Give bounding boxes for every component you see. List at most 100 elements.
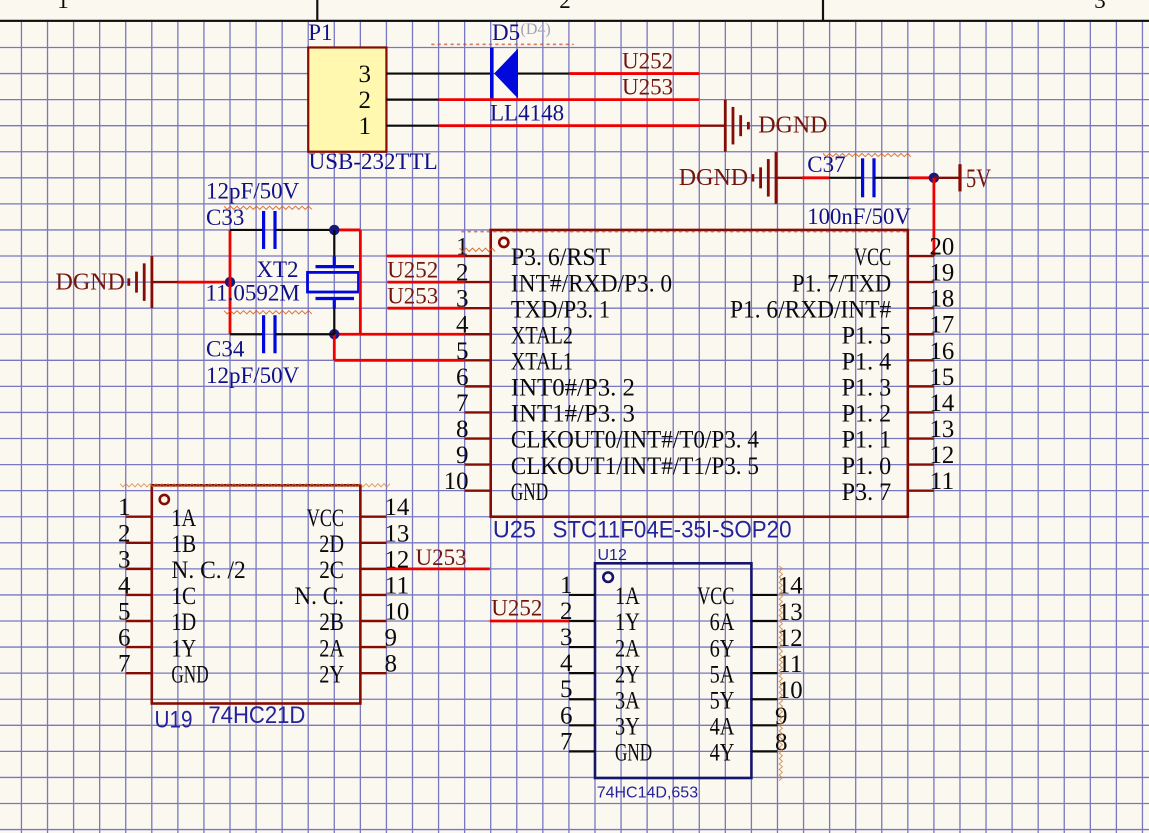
svg-text:P3. 7: P3. 7 [842, 479, 892, 506]
svg-text:2C: 2C [319, 557, 344, 584]
svg-text:9: 9 [385, 625, 398, 652]
svg-text:10: 10 [385, 599, 410, 626]
svg-text:2A: 2A [319, 635, 344, 662]
svg-text:8: 8 [775, 729, 788, 756]
svg-text:1A: 1A [615, 583, 640, 610]
svg-text:7: 7 [560, 728, 573, 755]
svg-text:2: 2 [456, 260, 469, 287]
svg-text:4: 4 [560, 650, 573, 677]
svg-text:4Y: 4Y [710, 740, 735, 767]
svg-text:U253: U253 [387, 283, 438, 308]
svg-text:1D: 1D [171, 609, 196, 636]
svg-text:12pF/50V: 12pF/50V [206, 178, 300, 203]
svg-text:P1. 6/RXD/INT#: P1. 6/RXD/INT# [730, 296, 892, 323]
svg-text:INT#/RXD/P3. 0: INT#/RXD/P3. 0 [511, 270, 672, 297]
svg-text:13: 13 [930, 416, 955, 443]
svg-text:6: 6 [456, 364, 469, 391]
svg-text:U253: U253 [416, 545, 467, 570]
svg-text:C33: C33 [206, 205, 244, 230]
svg-text:U25: U25 [493, 517, 536, 544]
svg-text:2: 2 [359, 87, 372, 114]
svg-text:1Y: 1Y [171, 635, 196, 662]
svg-text:2B: 2B [319, 609, 344, 636]
svg-text:STC11F04E-35I-SOP20: STC11F04E-35I-SOP20 [553, 517, 792, 544]
svg-text:4A: 4A [710, 713, 735, 740]
svg-text:XT2: XT2 [256, 257, 298, 282]
svg-text:2: 2 [118, 520, 131, 547]
svg-text:100nF/50V: 100nF/50V [807, 204, 911, 229]
svg-text:6Y: 6Y [710, 635, 735, 662]
svg-text:P1. 5: P1. 5 [842, 322, 892, 349]
svg-text:12pF/50V: 12pF/50V [206, 363, 300, 388]
svg-text:17: 17 [930, 312, 955, 339]
svg-text:19: 19 [930, 260, 955, 287]
svg-text:P1: P1 [308, 20, 332, 45]
svg-text:P1. 0: P1. 0 [842, 453, 892, 480]
svg-text:XTAL2: XTAL2 [511, 322, 573, 349]
svg-text:LL4148: LL4148 [490, 100, 564, 125]
svg-text:P1. 3: P1. 3 [842, 375, 892, 402]
svg-text:C34: C34 [206, 337, 245, 362]
svg-text:74HC21D: 74HC21D [208, 702, 305, 729]
svg-text:2Y: 2Y [615, 661, 640, 688]
svg-text:DGND: DGND [56, 270, 125, 296]
svg-text:P1. 4: P1. 4 [842, 349, 892, 376]
svg-text:INT1#/P3. 3: INT1#/P3. 3 [511, 401, 635, 428]
svg-text:8: 8 [456, 416, 469, 443]
svg-text:3: 3 [359, 61, 372, 88]
svg-text:INT0#/P3. 2: INT0#/P3. 2 [511, 375, 635, 402]
svg-text:18: 18 [930, 286, 955, 313]
svg-text:CLKOUT1/INT#/T1/P3. 5: CLKOUT1/INT#/T1/P3. 5 [511, 453, 759, 480]
svg-text:D5: D5 [492, 20, 520, 45]
svg-text:1: 1 [560, 572, 573, 599]
svg-text:DGND: DGND [758, 112, 827, 138]
svg-text:N. C. /2: N. C. /2 [171, 557, 245, 584]
svg-text:14: 14 [930, 390, 955, 417]
svg-text:DGND: DGND [679, 165, 748, 191]
svg-text:16: 16 [930, 338, 955, 365]
svg-text:GND: GND [511, 479, 548, 506]
svg-text:74HC14D,653: 74HC14D,653 [597, 785, 699, 802]
svg-text:GND: GND [171, 661, 208, 688]
svg-text:2Y: 2Y [319, 661, 344, 688]
svg-text:3Y: 3Y [615, 713, 640, 740]
svg-text:6: 6 [560, 702, 573, 729]
svg-text:20: 20 [930, 234, 955, 261]
svg-text:3: 3 [118, 546, 131, 573]
svg-text:U252: U252 [491, 596, 542, 621]
svg-text:11: 11 [385, 572, 410, 599]
svg-text:6: 6 [118, 625, 131, 652]
svg-text:1A: 1A [171, 505, 196, 532]
svg-text:1: 1 [456, 234, 469, 261]
svg-text:5A: 5A [710, 661, 735, 688]
svg-text:USB-232TTL: USB-232TTL [309, 149, 438, 174]
svg-text:XTAL1: XTAL1 [511, 349, 573, 376]
svg-text:15: 15 [930, 364, 955, 391]
svg-text:2A: 2A [615, 635, 640, 662]
svg-text:14: 14 [385, 494, 410, 521]
svg-text:1Y: 1Y [615, 609, 640, 636]
svg-text:3A: 3A [615, 687, 640, 714]
svg-text:3: 3 [560, 624, 573, 651]
svg-text:GND: GND [615, 740, 652, 767]
svg-text:13: 13 [385, 520, 410, 547]
svg-text:2: 2 [560, 598, 573, 625]
svg-text:N. C.: N. C. [294, 583, 344, 610]
svg-text:1: 1 [359, 113, 372, 140]
svg-text:8: 8 [385, 651, 398, 678]
svg-text:P1. 7/TXD: P1. 7/TXD [792, 270, 891, 297]
svg-text:9: 9 [456, 442, 469, 469]
svg-text:7: 7 [456, 390, 469, 417]
svg-text:U252: U252 [622, 49, 673, 74]
svg-text:3: 3 [456, 286, 469, 313]
svg-text:VCC: VCC [854, 244, 891, 271]
svg-text:6A: 6A [710, 609, 735, 636]
svg-text:(D4): (D4) [521, 21, 551, 38]
svg-text:3: 3 [1094, 0, 1106, 13]
svg-text:4: 4 [118, 572, 131, 599]
svg-text:U12: U12 [598, 547, 627, 564]
svg-text:5: 5 [456, 338, 469, 365]
svg-text:VCC: VCC [307, 505, 344, 532]
svg-text:7: 7 [118, 651, 131, 678]
svg-text:1: 1 [57, 0, 69, 13]
